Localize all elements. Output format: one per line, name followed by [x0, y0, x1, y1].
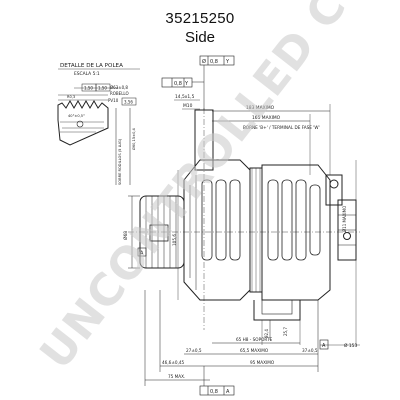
bottom-gdt-tolerance: 0,8 [210, 389, 218, 395]
dim-153: Ø 153 [344, 342, 357, 349]
dim-95: 95 MAXIMO [250, 360, 275, 365]
pulley-dim-r03: R0,3 [67, 95, 75, 99]
top-gdt-tolerance: 0,8 [210, 59, 218, 65]
dim-65-h8: 65 H8 - SOPORTE [236, 337, 273, 342]
top-gdt-datum: Y [225, 59, 230, 65]
pulley-dim-rollers: SOBRE RODILLOS (5 LUG) [118, 138, 122, 185]
pulley-dim-rollers-dia: Ø60,15±0,4 [131, 127, 136, 150]
dim-65-max: 65,5 MAXIMO [240, 348, 269, 353]
bottom-gdt-datum: A [226, 389, 230, 395]
pulley-dim-150a: 1,50 [84, 86, 93, 91]
dim-165: 165 MAXIMO [252, 115, 281, 121]
pulley-dim-robello: ROBELLO [110, 91, 129, 96]
thread-spec-a: 14,5x1,5 [175, 94, 195, 100]
dim-92: 92,4 [264, 329, 269, 338]
pulley-dim-diameter: Ø63±0,8 [110, 85, 128, 90]
section-a: A [322, 343, 326, 349]
pulley-dim-angle: 40°±0,5° [68, 114, 85, 118]
dim-68: Ø68 [122, 231, 129, 240]
pulley-detail: DETALLE DE LA POLEA ESCALA 5:1 1,50 1,50… [57, 63, 140, 185]
gdt-left-datum: Y [184, 81, 189, 87]
pulley-dim-356: 3,56 [124, 100, 133, 105]
pulley-detail-scale: ESCALA 5:1 [74, 71, 100, 77]
thread-spec-b: M10 [183, 103, 193, 109]
dim-37: 37±0,5 [302, 348, 318, 353]
dim-27: 27±0,5 [186, 348, 202, 353]
overall-dims: 183 MAXIMO 165 MAXIMO BORNE 'B+' / TERMI… [212, 104, 331, 175]
top-callouts: Ø 0,8 Y 0,8 Y 14,5x1,5 M10 [161, 55, 235, 110]
uncontrolled-copy-watermark: UNCONTROLLED COPY [30, 0, 400, 379]
dim-105: 105,6 [172, 234, 177, 246]
top-gdt-symbol: Ø [202, 58, 206, 65]
terminal-label: BORNE 'B+' / TERMINAL DE FASE 'W' [243, 125, 320, 130]
datum-lines: Ø68 A 105,6 A Ø 153 Ø11 MAXIMO [122, 160, 360, 350]
dim-25: 25,7 [283, 327, 288, 336]
datum-a-left: A [140, 251, 144, 257]
dim-11: Ø11 MAXIMO [342, 206, 347, 232]
gdt-left-tolerance: 0,8 [174, 81, 182, 87]
bottom-dims: 92,4 25,7 65 H8 - SOPORTE 27±0,5 65,5 MA… [144, 290, 319, 396]
pulley-dim-pv10: PV10 [108, 98, 119, 103]
dim-75: 75 MAX. [168, 374, 185, 379]
part-number: 35215250 [165, 10, 235, 27]
pulley-detail-title: DETALLE DE LA POLEA [60, 63, 123, 69]
pulley-dim-150b: 1,50 [98, 86, 107, 91]
dim-183: 183 MAXIMO [246, 105, 275, 111]
view-label: Side [184, 29, 216, 46]
dim-46: 46,6±0,45 [162, 360, 184, 365]
